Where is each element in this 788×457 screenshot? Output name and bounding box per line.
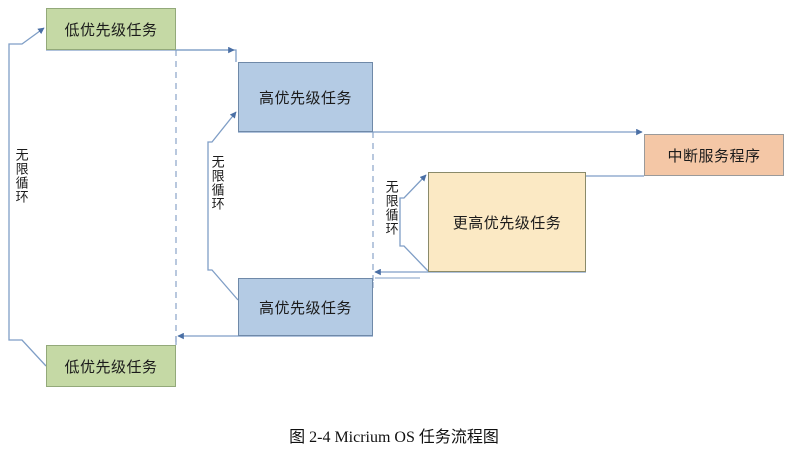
- node-high-priority-task-bottom[interactable]: 高优先级任务: [238, 278, 373, 336]
- connector-low-to-high-top: [46, 49, 237, 62]
- node-label: 高优先级任务: [258, 300, 352, 317]
- node-label: 中断服务程序: [667, 148, 761, 165]
- node-high-priority-task-top[interactable]: 高优先级任务: [238, 62, 373, 132]
- node-label: 低优先级任务: [64, 359, 158, 376]
- node-interrupt-service-routine[interactable]: 中断服务程序: [644, 134, 784, 176]
- node-low-priority-task-bottom[interactable]: 低优先级任务: [46, 345, 176, 387]
- loop-path-middle: [207, 111, 239, 301]
- loop-path-left: [8, 27, 47, 367]
- node-low-priority-task-top[interactable]: 低优先级任务: [46, 8, 176, 50]
- node-higher-priority-task[interactable]: 更高优先级任务: [428, 172, 586, 272]
- label-infinite-loop-right: 无限循环: [383, 180, 399, 236]
- node-label: 更高优先级任务: [452, 215, 562, 232]
- label-infinite-loop-left: 无限循环: [13, 148, 29, 204]
- figure-caption: 图 2-4 Micrium OS 任务流程图: [289, 429, 499, 446]
- loop-path-right: [399, 174, 429, 272]
- label-infinite-loop-middle: 无限循环: [209, 155, 225, 211]
- node-label: 低优先级任务: [64, 22, 158, 39]
- node-label: 高优先级任务: [258, 90, 352, 107]
